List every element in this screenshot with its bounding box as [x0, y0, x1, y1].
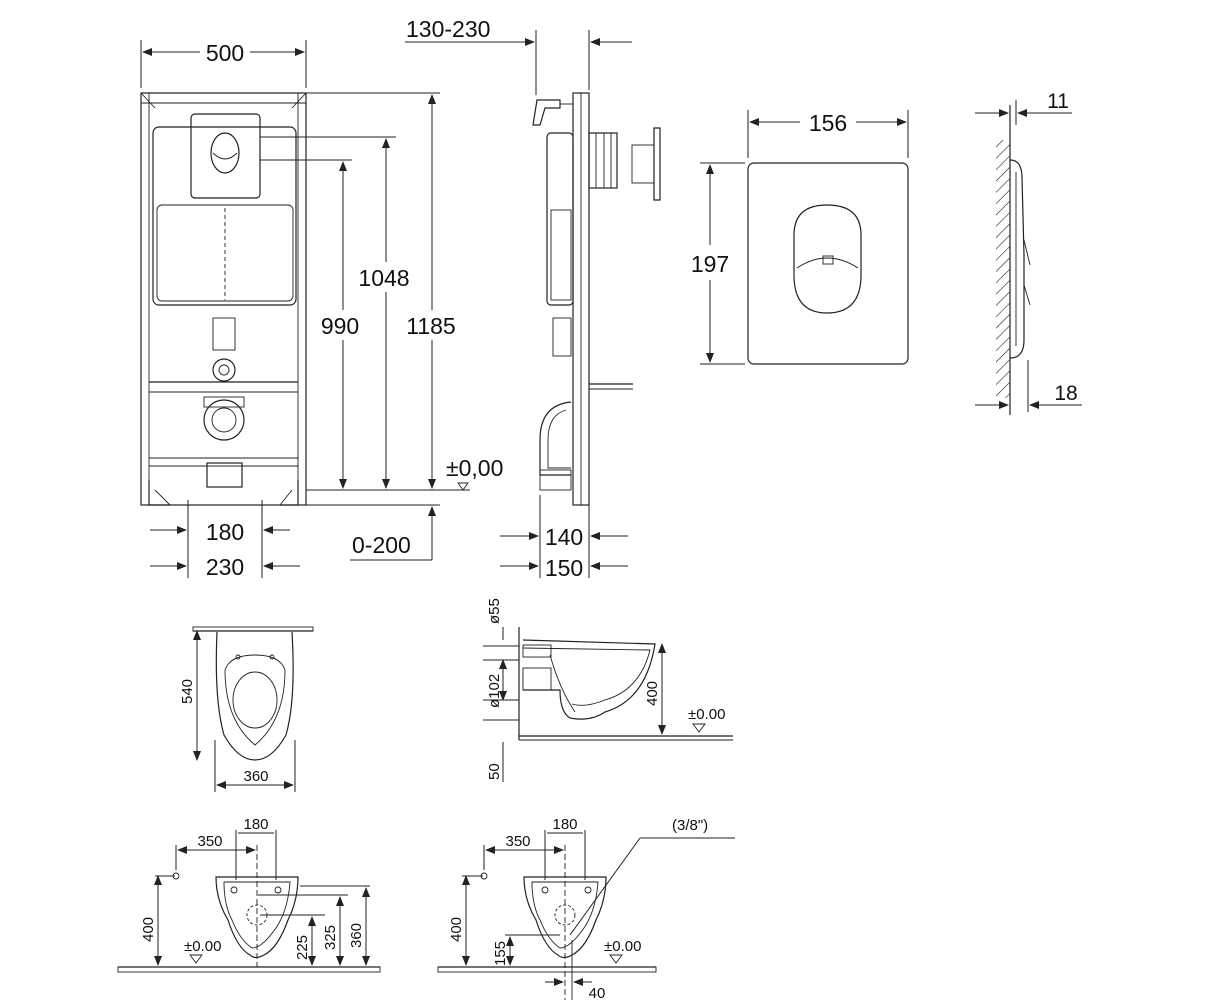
- dim-outlet-d102: ø102: [486, 674, 503, 708]
- front-left-dim-400: 400: [140, 917, 157, 942]
- flush-plate-side: [996, 105, 1031, 415]
- bowl-front-left: [117, 845, 381, 973]
- dim-depth-150: 150: [545, 555, 583, 581]
- dim-floor-adjust: 0-200: [352, 532, 411, 558]
- front-right-dim-400: 400: [448, 917, 465, 942]
- dim-bowl-height-400: 400: [644, 681, 661, 706]
- dim-inlet-d55: ø55: [486, 598, 503, 624]
- flush-button: [793, 204, 862, 314]
- front-right-dim-40: 40: [589, 985, 606, 1000]
- front-left-dim-180: 180: [243, 816, 268, 833]
- dim-plate-thick-18: 18: [1054, 382, 1077, 405]
- flush-plate-front: [747, 162, 909, 365]
- front-right-dim-155: 155: [492, 941, 509, 966]
- front-left-dim-225: 225: [294, 935, 311, 960]
- floor-level-label: ±0,00: [446, 455, 503, 481]
- dim-inner-230: 230: [206, 554, 244, 580]
- dim-height-990: 990: [321, 313, 359, 339]
- dim-plate-thick-11: 11: [1047, 90, 1069, 113]
- dim-height-1048: 1048: [358, 265, 409, 291]
- dim-depth-range: 130-230: [406, 16, 490, 42]
- dim-plate-width: 156: [809, 110, 847, 136]
- bowl-side-floor-label: ±0.00: [688, 706, 725, 723]
- front-left-floor-label: ±0.00: [184, 938, 221, 955]
- dim-bowl-length: 540: [179, 679, 196, 704]
- front-left-dim-350: 350: [197, 833, 222, 850]
- bowl-front-right: [437, 845, 657, 1000]
- frame-outline: [140, 92, 307, 506]
- cistern: [152, 126, 297, 306]
- dim-depth-50: 50: [486, 763, 503, 780]
- front-right-dim-180: 180: [552, 816, 577, 833]
- dim-height-1185: 1185: [406, 313, 455, 339]
- bowl-top-view: [192, 626, 314, 761]
- dim-plate-height: 197: [691, 251, 729, 277]
- front-right-dim-350: 350: [505, 833, 530, 850]
- front-left-dim-360: 360: [348, 923, 365, 948]
- dim-depth-140: 140: [545, 524, 583, 550]
- bowl-side-view: [518, 627, 733, 741]
- front-right-floor-label: ±0.00: [604, 938, 641, 955]
- front-right-thread-label: (3/8"): [672, 817, 708, 834]
- front-left-dim-325: 325: [322, 925, 339, 950]
- frame-side-view: [532, 92, 661, 506]
- dim-inner-180: 180: [206, 519, 244, 545]
- dim-bowl-width: 360: [243, 768, 268, 785]
- outlet-pipe: [203, 399, 245, 441]
- frame-front-view: [140, 92, 307, 506]
- dim-width-500: 500: [206, 40, 244, 66]
- frame-flush-plate: [190, 113, 261, 199]
